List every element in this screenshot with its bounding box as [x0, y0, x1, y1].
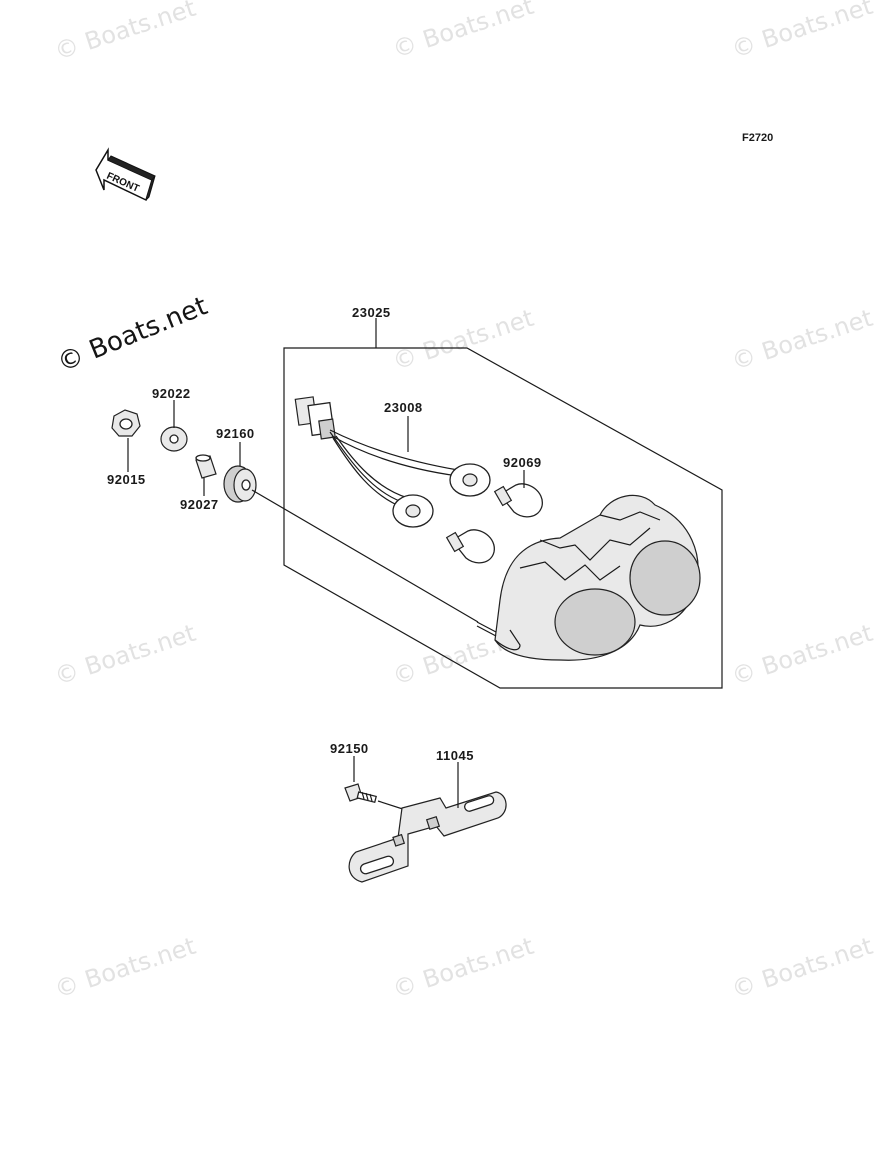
part-label-92022: 92022 [152, 386, 191, 401]
mounting-line [251, 489, 479, 623]
watermark: © Boats.net [728, 619, 876, 691]
watermark: © Boats.net [389, 932, 537, 1004]
part-label-23025: 23025 [352, 305, 391, 320]
license-bracket [348, 791, 507, 883]
nut-icon [111, 409, 141, 437]
bulb-icon [493, 483, 543, 518]
watermark: © Boats.net [51, 0, 199, 66]
washer-icon [160, 426, 188, 452]
front-arrow-icon: FRONT [95, 147, 156, 202]
watermark: © Boats.net [389, 0, 537, 64]
watermark: © Boats.net [728, 304, 876, 376]
watermark: © Boats.net [51, 932, 199, 1004]
watermark: © Boats.net [728, 0, 876, 64]
part-label-92160: 92160 [216, 426, 255, 441]
part-label-92027: 92027 [180, 497, 219, 512]
wire-harness [294, 396, 491, 528]
watermark-group: © Boats.net © Boats.net © Boats.net © Bo… [51, 0, 876, 1004]
part-label-92150: 92150 [330, 741, 369, 756]
part-label-92015: 92015 [107, 472, 146, 487]
part-label-23008: 23008 [384, 400, 423, 415]
diagram-code: F2720 [742, 132, 773, 144]
watermark: © Boats.net [728, 932, 876, 1004]
part-label-92069: 92069 [503, 455, 542, 470]
grommet-icon [223, 465, 257, 503]
bulb-icon [445, 529, 495, 564]
part-label-11045: 11045 [436, 748, 474, 763]
assembly-box [283, 347, 723, 689]
watermark: © Boats.net [389, 304, 537, 376]
watermark: © Boats.net [51, 619, 199, 691]
collar-icon [195, 454, 217, 479]
tail-lamp-housing [476, 494, 701, 661]
bolt-icon [344, 783, 377, 804]
watermark-prominent: © Boats.net [53, 291, 211, 378]
